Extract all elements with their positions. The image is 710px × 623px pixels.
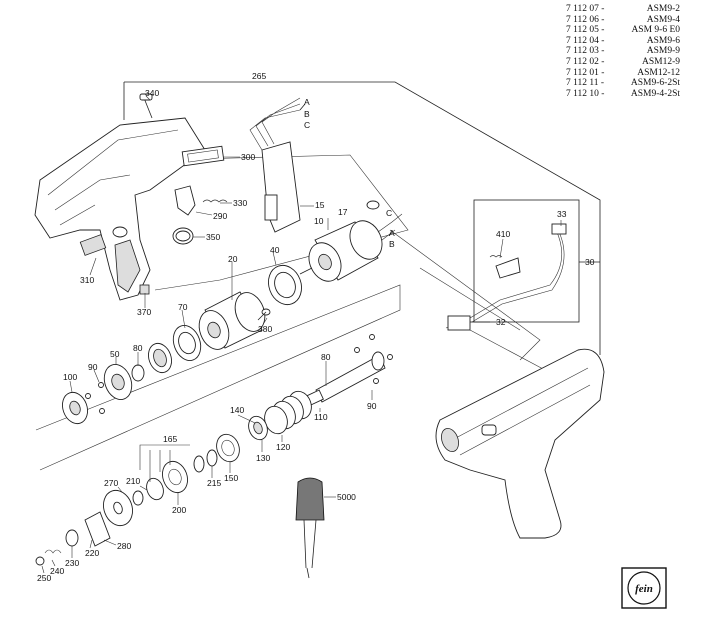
label-330: 330 [233,198,247,208]
logo-text: fein [635,583,653,595]
label-50: 50 [110,349,120,359]
label-10: 10 [314,216,324,226]
legend-code: 7 112 11 - [566,78,605,89]
reference-lines [35,81,601,471]
label-280: 280 [117,541,131,551]
housing-half [34,93,206,301]
legend-code: 7 112 02 - [566,56,605,67]
housing-small-parts [172,145,228,245]
legend-code: 7 112 05 - [566,25,605,36]
label-90-right: 90 [367,401,377,411]
label-33: 33 [557,209,567,219]
motor [299,200,403,282]
label-215: 215 [207,478,221,488]
label-250: 250 [37,573,51,583]
legend-model: ASM9-2 [646,4,680,14]
label-290: 290 [213,211,227,221]
label-17: 17 [338,207,348,217]
clutch-parts [193,390,312,473]
label-15: 15 [315,200,325,210]
label-370: 370 [137,307,151,317]
legend-row: 7 112 04 - ASM9-6 [566,36,680,47]
label-380: 380 [258,324,272,334]
label-265: 265 [252,71,266,81]
label-110: 110 [314,412,328,422]
label-32: 32 [496,317,506,327]
label-wire-c-motor: C [386,208,392,218]
assembled-tool [435,348,605,539]
label-140: 140 [230,405,244,415]
label-165: 165 [163,434,177,444]
label-210: 210 [126,476,140,486]
label-80-left: 80 [133,343,143,353]
legend-row: 7 112 10 - ASM9-4-2St [566,89,680,100]
legend-code: 7 112 04 - [566,35,605,46]
label-340: 340 [145,88,159,98]
label-350: 350 [206,232,220,242]
label-300: 300 [241,152,255,162]
gear-housing [198,264,302,350]
legend-code: 7 112 07 - [566,4,605,14]
bit-holder-parts [35,460,188,566]
label-20: 20 [228,254,238,264]
screwdriver [295,477,325,579]
label-80-right: 80 [321,352,331,362]
legend-code: 7 112 01 - [566,67,605,78]
legend-row: 7 112 05 - ASM 9-6 E0 [566,25,680,36]
legend-row: 7 112 06 - ASM9-4 [566,15,680,26]
legend-model: ASM12-12 [637,67,680,78]
legend-row: 7 112 11 - ASM9-6-2St [566,78,680,89]
legend-row: 7 112 02 - ASM12-9 [566,57,680,68]
label-70: 70 [178,302,188,312]
legend-row: 7 112 01 - ASM12-12 [566,68,680,79]
legend-model: ASM9-4 [646,14,680,25]
label-wire-b-motor: B [389,239,395,249]
label-40: 40 [270,245,280,255]
label-270: 270 [104,478,118,488]
label-wire-c-top: C [304,120,310,130]
legend-model: ASM9-4-2St [630,88,680,99]
label-120: 120 [276,442,290,452]
legend-code: 7 112 10 - [566,88,605,99]
label-130: 130 [256,453,270,463]
label-150: 150 [224,473,238,483]
cable-group [445,223,567,331]
label-30: 30 [585,257,595,267]
legend-row: 7 112 07 - ASM9-2 [566,4,680,15]
legend-row: 7 112 03 - ASM9-9 [566,46,680,57]
legend-model: ASM9-9 [646,46,680,57]
label-90-left: 90 [88,362,98,372]
label-wire-b-top: B [304,109,310,119]
legend-model: ASM9-6 [646,35,680,46]
legend-code: 7 112 03 - [566,46,605,57]
part-labels: 265 340 300 330 290 350 310 370 A B C 15… [37,71,595,583]
label-230: 230 [65,558,79,568]
label-410: 410 [496,229,510,239]
legend-model: ASM12-9 [641,56,680,67]
bearing-stack [62,325,202,425]
label-240: 240 [50,566,64,576]
fein-logo: fein [621,567,667,609]
label-wire-a-motor: A [389,228,395,238]
leader-lines [41,95,562,574]
legend-model: ASM 9-6 E0 [631,25,680,36]
label-wire-a-top: A [304,97,310,107]
label-5000: 5000 [337,492,356,502]
label-200: 200 [172,505,186,515]
label-310: 310 [80,275,94,285]
spindle [85,334,393,414]
legend-model: ASM9-6-2St [630,78,680,89]
legend-code: 7 112 06 - [566,14,605,25]
label-100: 100 [63,372,77,382]
switch-assembly [249,97,306,233]
label-220: 220 [85,548,99,558]
